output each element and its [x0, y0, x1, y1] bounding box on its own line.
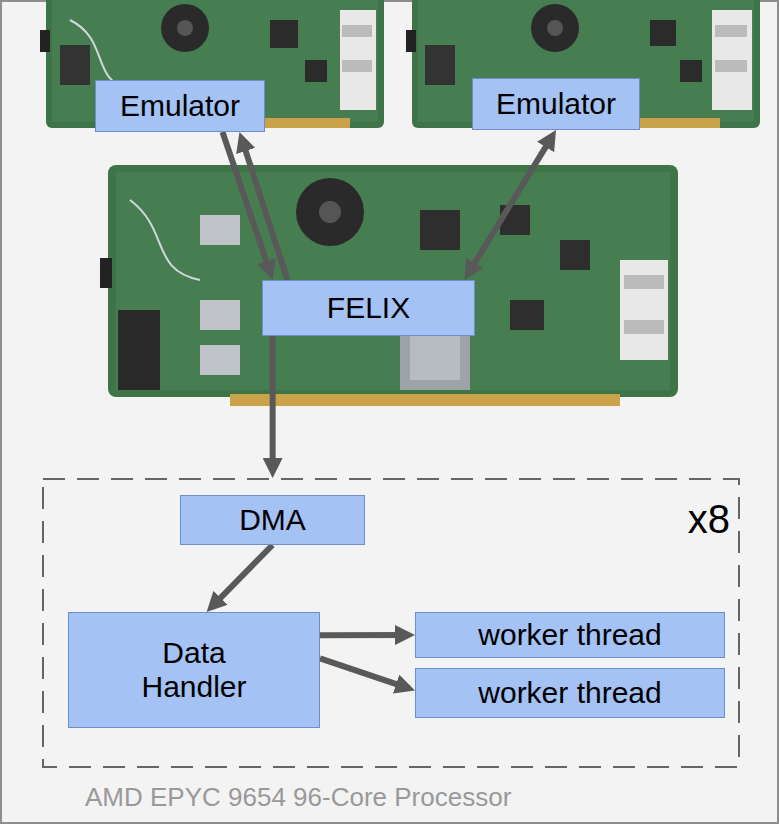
node-label: Emulator	[120, 89, 240, 124]
arrow-connector	[320, 632, 407, 638]
node-label: worker thread	[478, 618, 661, 653]
dashed-border	[43, 479, 739, 767]
thread-box: worker thread	[415, 612, 725, 658]
node-label: Data Handler	[129, 636, 259, 705]
dashed-group: x8 DMA Data Handler worker thread worker thr…	[42, 478, 740, 768]
emulator-box: Emulator	[472, 78, 640, 130]
node-label: Emulator	[496, 87, 616, 122]
arrow-connector	[270, 336, 276, 470]
node-label: DMA	[239, 503, 306, 538]
arrow-connector	[469, 137, 552, 273]
node-label: FELIX	[327, 291, 410, 326]
arrow-connector	[212, 545, 272, 606]
thread-box: worker thread	[415, 668, 725, 718]
processor-caption: AMD EPYC 9654 96-Core Processor	[85, 782, 511, 813]
emulator-box: Emulator	[95, 80, 265, 132]
felix-box: FELIX	[262, 280, 475, 336]
arrow-connector	[320, 658, 407, 688]
pcb-photo	[100, 165, 678, 406]
arrow-connector	[242, 140, 288, 280]
multiplier-label: x8	[688, 496, 730, 542]
node-label: worker thread	[478, 676, 661, 711]
pcb-photo	[40, 0, 384, 128]
process-box: DMA	[180, 495, 365, 545]
pcb-photo	[406, 0, 760, 128]
process-box: Data Handler	[68, 612, 320, 728]
